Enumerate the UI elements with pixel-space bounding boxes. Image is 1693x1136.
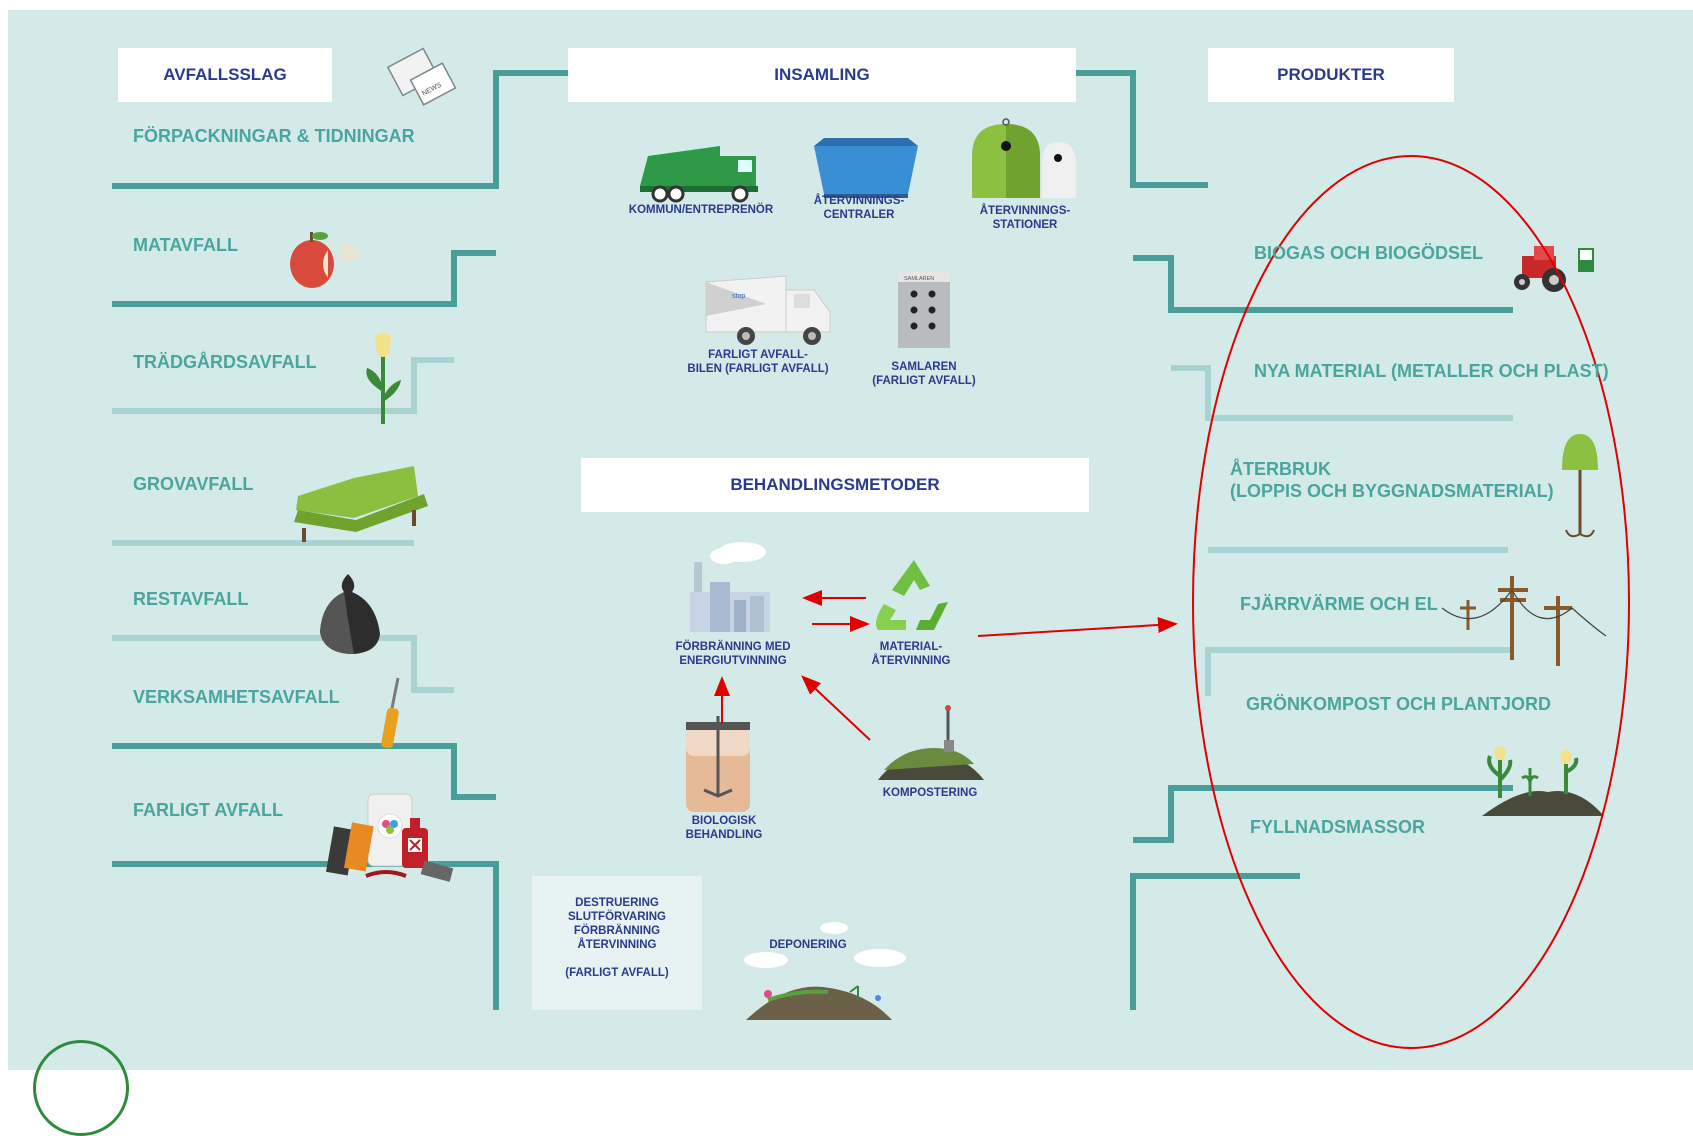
product-label-green-compost: GRÖNKOMPOST OCH PLANTJORD: [1246, 694, 1552, 714]
product-label-district-heating: FJÄRRVÄRME OCH EL: [1240, 594, 1438, 614]
label-composting: KOMPOSTERING: [882, 787, 978, 799]
container-icon: [814, 138, 918, 198]
van-icon: stop: [705, 275, 831, 345]
hazardous-disposal-box: [532, 876, 702, 1010]
header-products: PRODUKTER: [1208, 48, 1454, 102]
waste-label-packaging: FÖRPACKNINGAR & TIDNINGAR: [133, 126, 415, 146]
label-biological-treatment: BIOLOGISK BEHANDLING: [685, 815, 763, 841]
waste-label-hazardous: FARLIGT AVFALL: [133, 800, 283, 820]
arrow-recycling-to-products: [977, 616, 1178, 637]
product-label-biogas: BIOGAS OCH BIOGÖDSEL: [1254, 243, 1484, 263]
collector-cabinet-icon: SAMLAREN: [898, 272, 950, 348]
sofa-icon: [294, 466, 428, 542]
flow-line-business: [112, 743, 496, 800]
flow-line-packaging: [112, 70, 568, 189]
biogas-tank-icon: [686, 716, 750, 812]
arrow-composting-to-incineration: [801, 675, 871, 741]
label-landfill: DEPONERING: [769, 939, 847, 951]
flow-line-food: [112, 250, 496, 307]
landfill-icon: [744, 922, 906, 1020]
waste-label-food: MATAVFALL: [133, 235, 238, 255]
garbage-truck-icon: [640, 146, 758, 203]
lamp-icon: [1562, 434, 1598, 538]
label-hazardous-disposal: DESTRUERING SLUTFÖRVARING FÖRBRÄNNING ÅT…: [565, 897, 669, 979]
screwdriver-icon: [381, 677, 400, 749]
waste-label-garden: TRÄDGÅRDSAVFALL: [133, 352, 317, 372]
label-recycling-centers: ÅTERVINNINGS- CENTRALER: [813, 195, 905, 221]
product-label-reuse: ÅTERBRUK (LOPPIS OCH BYGGNADSMATERIAL): [1230, 459, 1554, 501]
recycling-station-icon: [972, 118, 1076, 198]
trash-bag-icon: [320, 574, 380, 654]
hazardous-waste-icon: [325, 793, 454, 882]
label-collector: SAMLAREN (FARLIGT AVFALL): [872, 361, 976, 387]
flow-line-garden: [112, 357, 454, 414]
power-pole-icon: [1441, 576, 1607, 666]
logo-ring: [33, 1040, 129, 1136]
header-waste-types: AVFALLSSLAG: [118, 48, 332, 102]
flow-line-hazardous: [112, 861, 499, 1010]
tulip-icon: [366, 333, 401, 424]
header-collection: INSAMLING: [568, 48, 1076, 102]
plants-icon: [1482, 746, 1604, 816]
highlight-ellipse-products: [1192, 155, 1630, 1049]
product-label-new-materials: NYA MATERIAL (METALLER OCH PLAST): [1254, 361, 1609, 381]
label-incineration: FÖRBRÄNNING MED ENERGIUTVINNING: [675, 641, 791, 667]
collector-sign-text: SAMLAREN: [904, 276, 934, 282]
flow-line-biofertilizer: [1133, 255, 1513, 313]
compost-pile-icon: [878, 705, 984, 780]
label-hazardous-van: FARLIGT AVFALL- BILEN (FARLIGT AVFALL): [687, 349, 829, 375]
newspaper-icon: NEWS: [386, 47, 457, 106]
waste-flow-diagram: NEWS: [8, 10, 1693, 1070]
flow-line-biogas: [1063, 70, 1208, 188]
waste-label-residual: RESTAVFALL: [133, 589, 249, 609]
flow-line-compost: [1133, 785, 1513, 843]
diagram-graphics: NEWS: [112, 47, 1630, 1049]
product-label-fill: FYLLNADSMASSOR: [1250, 817, 1425, 837]
waste-label-bulky: GROVAVFALL: [133, 474, 254, 494]
factory-icon: [690, 542, 770, 632]
apple-icon: [290, 232, 360, 288]
flow-line-residual: [112, 635, 454, 693]
label-recycling-stations: ÅTERVINNINGS- STATIONER: [979, 205, 1071, 231]
flow-line-fill: [1130, 873, 1300, 1010]
van-logo-text: stop: [732, 293, 745, 300]
flow-line-heat: [1205, 647, 1513, 696]
label-municipal-contractor: KOMMUN/ENTREPRENÖR: [628, 204, 774, 216]
waste-label-business: VERKSAMHETSAVFALL: [133, 687, 340, 707]
header-treatment: BEHANDLINGSMETODER: [581, 458, 1089, 512]
label-material-recycling: MATERIAL- ÅTERVINNING: [871, 641, 951, 667]
tractor-icon: [1514, 246, 1594, 292]
recycle-icon: [876, 560, 948, 630]
flow-line-materials: [1171, 365, 1513, 421]
